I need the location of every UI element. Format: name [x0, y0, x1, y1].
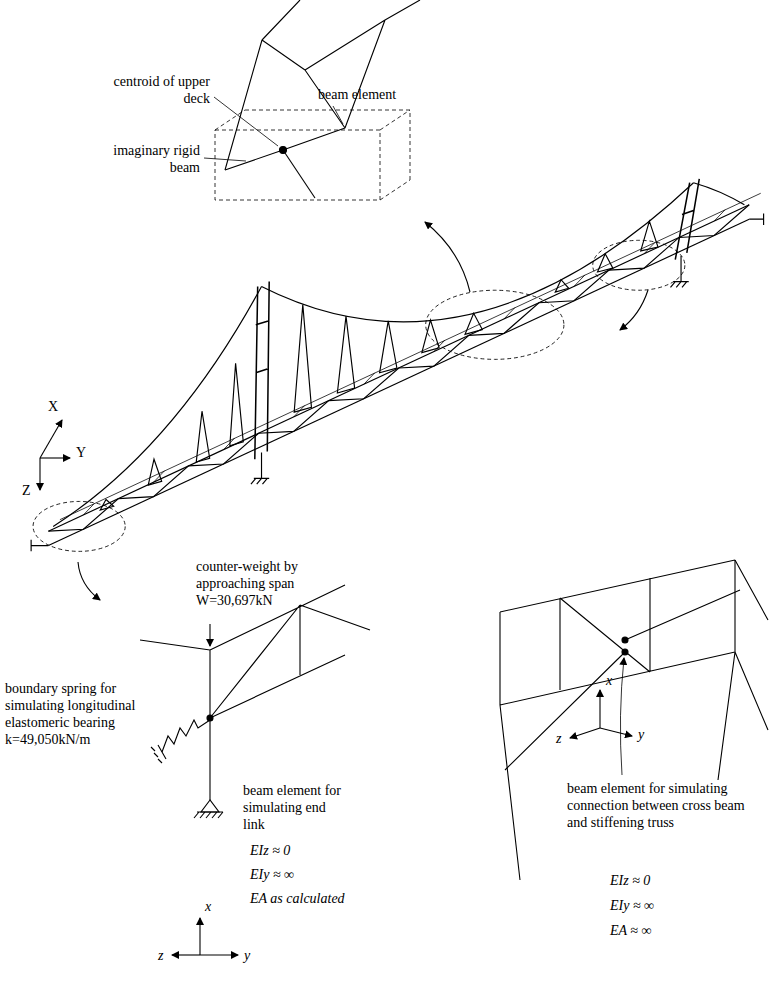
- annotation-label: Z: [22, 482, 31, 499]
- annotation-label: y: [638, 726, 644, 743]
- annotation-label: EA ≈ ∞: [610, 922, 652, 939]
- annotation-label: EIz ≈ 0: [610, 872, 650, 889]
- annotation-label: EIz ≈ 0: [250, 842, 290, 859]
- annotation-label: X: [48, 398, 58, 415]
- annotation-label: beam element for simulating connection b…: [567, 780, 767, 831]
- annotation-label: imaginary rigid beam: [95, 142, 200, 176]
- annotation-label: z: [556, 730, 561, 747]
- annotation-label: EA as calculated: [250, 890, 345, 907]
- annotation-label: beam element for simulating end link: [243, 782, 348, 833]
- annotation-label: beam element: [318, 86, 396, 103]
- annotation-label: EIy ≈ ∞: [250, 866, 294, 883]
- annotation-label: EIy ≈ ∞: [610, 897, 654, 914]
- annotation-label: centroid of upper deck: [95, 73, 210, 107]
- annotation-label: x: [205, 898, 211, 915]
- annotation-label: boundary spring for simulating longitudi…: [5, 680, 155, 748]
- annotation-label: y: [244, 947, 250, 964]
- annotation-label: Y: [76, 444, 86, 461]
- annotation-label: x: [606, 672, 612, 689]
- annotation-label: counter-weight by approaching span W=30,…: [196, 558, 346, 609]
- annotation-label: z: [158, 947, 163, 964]
